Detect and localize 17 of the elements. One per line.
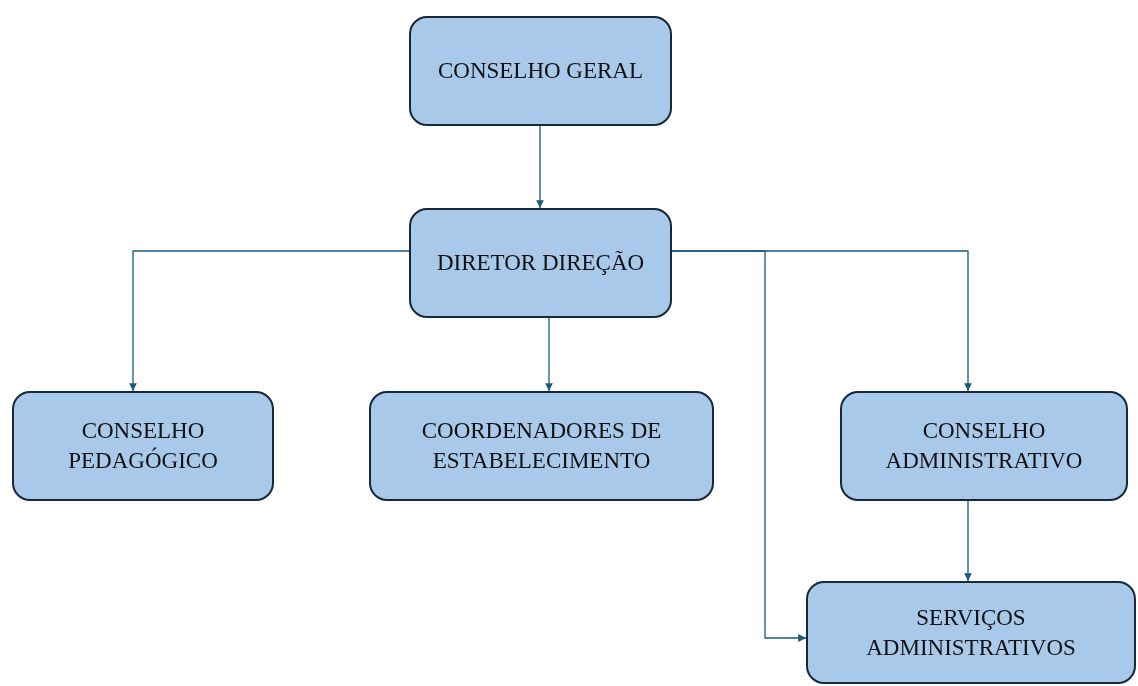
- arrow: [129, 250, 410, 392]
- org-box: [840, 391, 1128, 501]
- arrow: [545, 317, 553, 392]
- org-box: [409, 16, 672, 126]
- org-box: [12, 391, 274, 501]
- box-label: CONSELHO PEDAGÓGICO: [67, 417, 219, 475]
- box-label: CONSELHO ADMINISTRATIVO: [884, 417, 1084, 475]
- arrow: [671, 250, 807, 642]
- org-box: [369, 391, 714, 501]
- arrow: [536, 125, 544, 209]
- box-label: CONSELHO GERAL: [437, 57, 644, 85]
- box-label: DIRETOR DIREÇÃO: [436, 249, 645, 277]
- arrow: [964, 500, 972, 582]
- org-box: [806, 581, 1136, 684]
- box-label: SERVIÇOS ADMINISTRATIVOS: [865, 603, 1077, 662]
- box-label: COORDENADORES DE ESTABELECIMENTO: [420, 417, 663, 475]
- org-box: [409, 208, 672, 318]
